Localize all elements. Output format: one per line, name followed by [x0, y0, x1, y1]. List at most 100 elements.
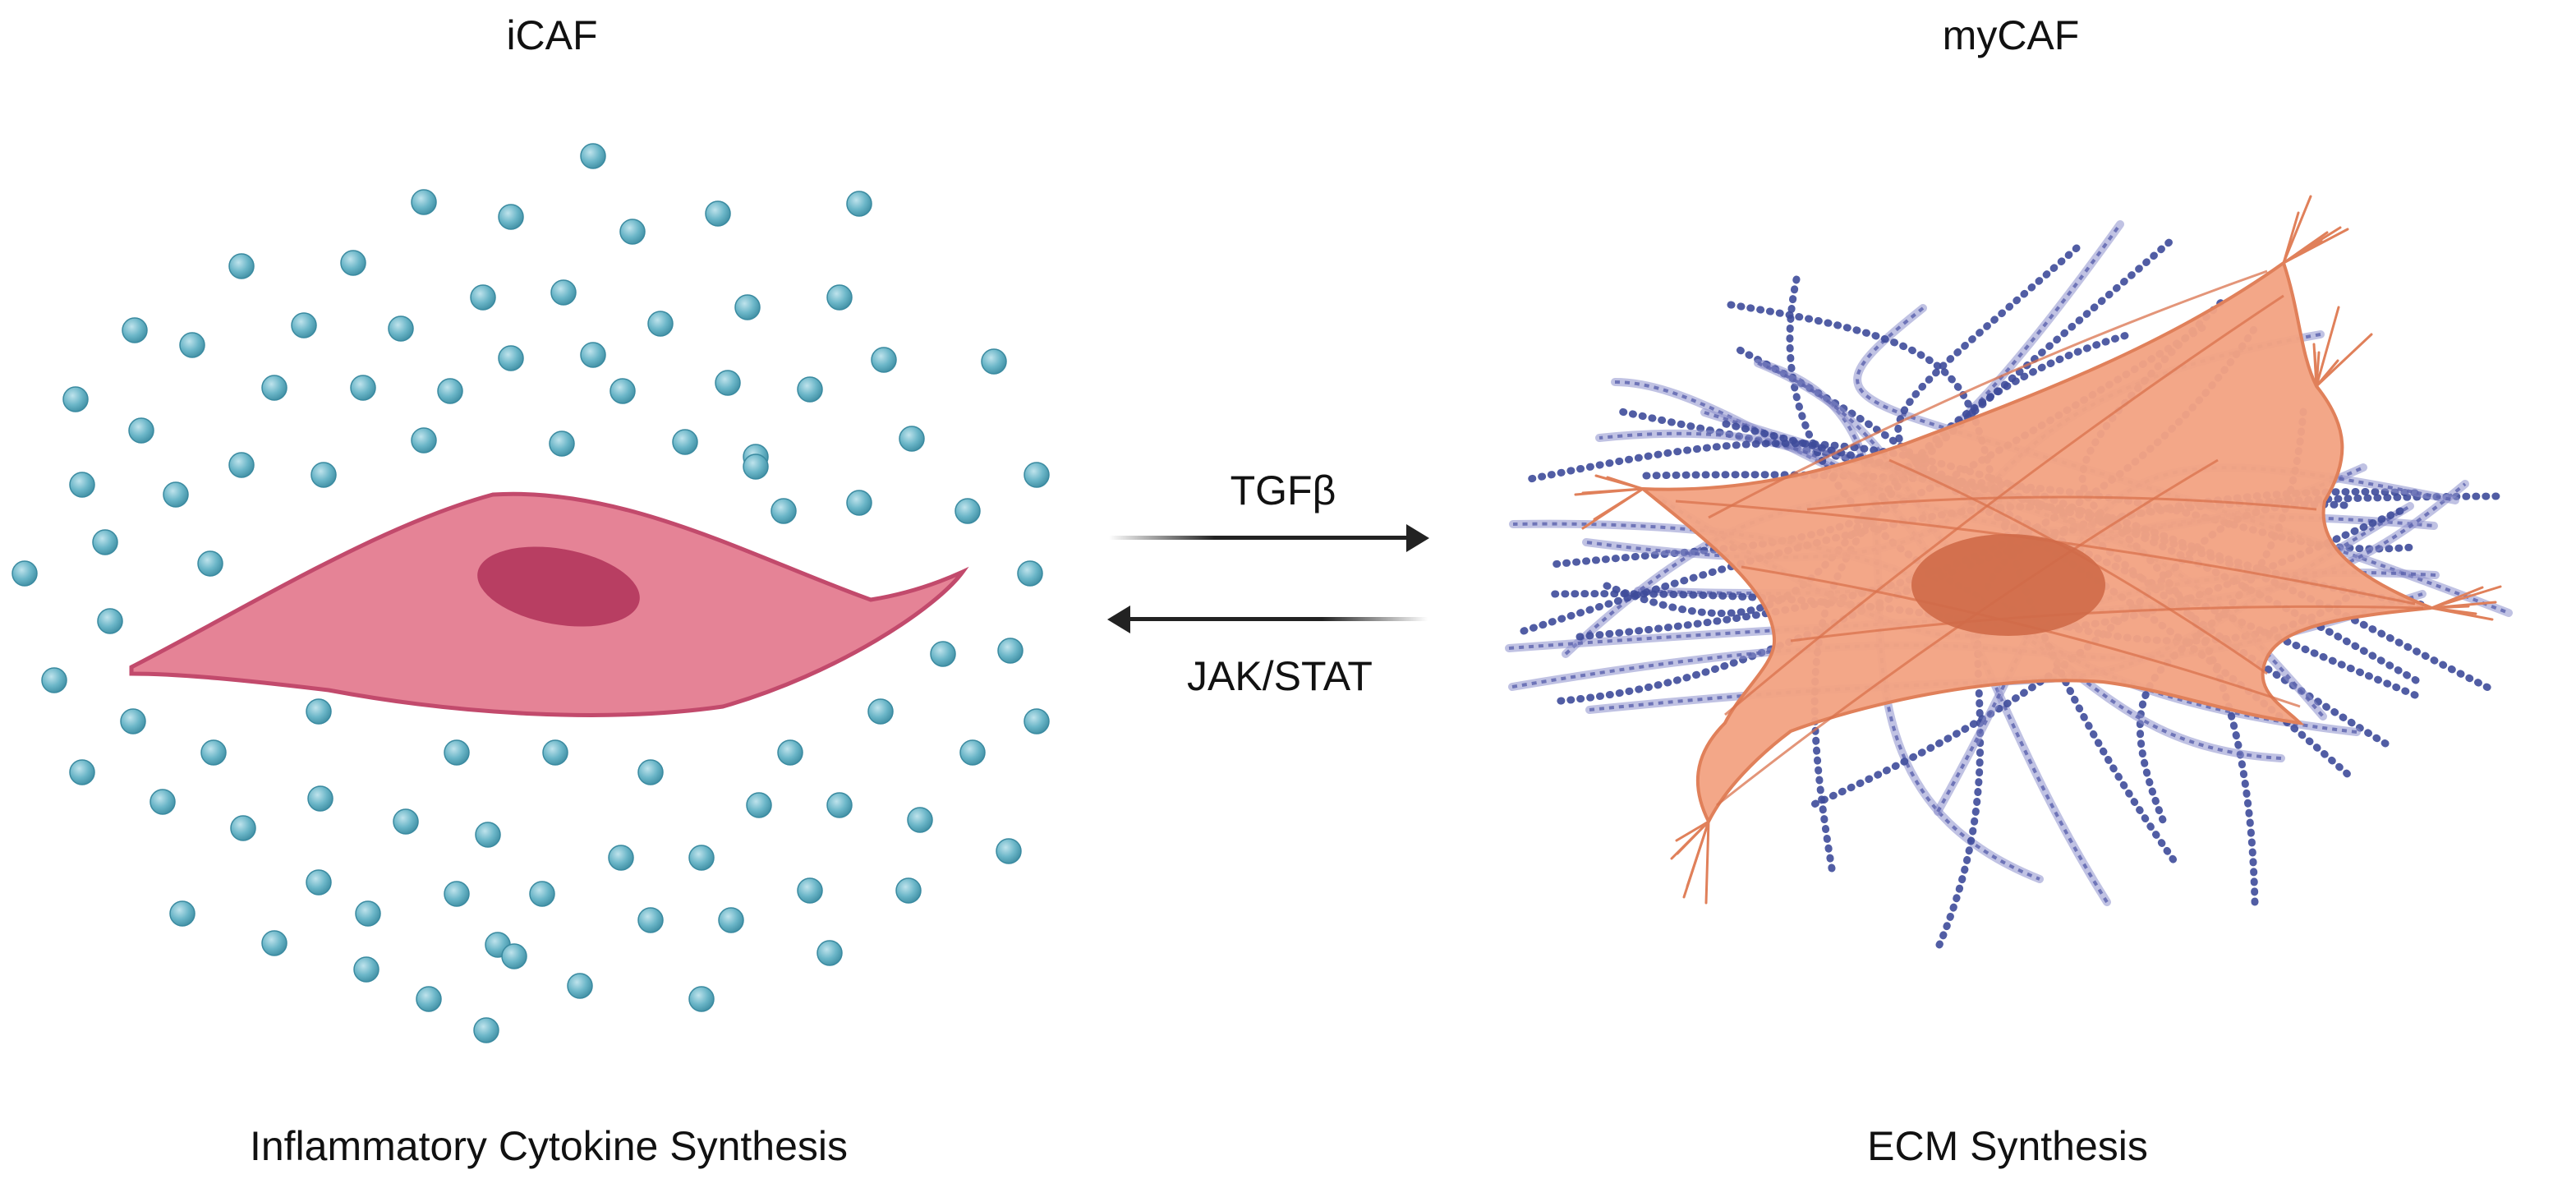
cytokine-dot — [470, 284, 496, 311]
forward-arrow — [1109, 524, 1429, 552]
cytokine-dot — [498, 345, 524, 371]
cytokine-dot — [12, 560, 38, 587]
mycaf-cell — [1574, 195, 2502, 905]
cytokine-dot — [550, 279, 577, 306]
filopodium — [2430, 586, 2484, 610]
cytokine-dot — [306, 698, 332, 725]
stress-fiber — [1790, 605, 2424, 642]
cytokine-dot — [715, 370, 741, 396]
icaf-cell — [129, 491, 969, 717]
cytokine-dot — [718, 907, 744, 933]
cytokine-dot — [179, 332, 205, 358]
cytokine-dot — [637, 907, 664, 933]
ecm-fiber-strand — [1856, 306, 2509, 615]
cytokine-dot — [62, 386, 89, 412]
cytokine-dot — [672, 429, 698, 455]
cytokine-dot — [498, 204, 524, 230]
cytokine-dot — [981, 348, 1007, 375]
cytokine-dot — [444, 739, 470, 766]
filopodium — [2315, 333, 2373, 388]
cytokine-dot — [355, 900, 381, 927]
cytokine-dot — [770, 498, 797, 524]
filopodium — [2315, 359, 2339, 388]
cytokine-dot — [895, 877, 922, 904]
cytokine-dot — [150, 789, 176, 815]
cytokine-dot — [867, 698, 894, 725]
cytokine-dot — [542, 739, 568, 766]
tgfb-label: TGFβ — [1230, 467, 1336, 513]
cytokine-dot — [846, 490, 872, 516]
cytokine-dot — [580, 143, 606, 169]
filopodium — [2430, 606, 2477, 615]
cytokine-dot — [163, 481, 189, 508]
cytokine-dot — [734, 294, 761, 320]
icaf-title: iCAF — [506, 12, 598, 58]
cytokine-dot — [777, 739, 803, 766]
cytokine-dot — [444, 881, 470, 907]
cytokine-dot — [128, 417, 154, 444]
mycaf-caption: ECM Synthesis — [1867, 1123, 2148, 1169]
icaf-caption: Inflammatory Cytokine Synthesis — [249, 1123, 849, 1169]
cytokine-dot — [228, 253, 255, 279]
cytokine-dot — [230, 815, 256, 841]
cytokine-dot — [797, 877, 823, 904]
cytokine-dot — [610, 378, 636, 404]
cytokine-dot — [1024, 462, 1050, 488]
cytokine-dot — [871, 347, 897, 373]
filopodium — [2315, 306, 2340, 388]
cytokine-dot — [930, 641, 956, 667]
cytokine-dot — [306, 869, 332, 896]
cytokine-dot — [197, 550, 223, 577]
cytokine-dot — [826, 792, 853, 818]
cytokine-dot — [1024, 708, 1050, 734]
filopodium — [2313, 351, 2318, 388]
ecm-fiber — [1810, 236, 2176, 873]
cytokine-dot — [473, 1017, 499, 1043]
cytokine-dot — [567, 973, 593, 999]
cytokine-dot — [705, 200, 731, 227]
cytokine-dot — [169, 900, 196, 927]
cytokine-dot — [688, 986, 715, 1012]
cytokine-dot — [261, 375, 288, 401]
stress-fiber — [1708, 269, 2268, 519]
cytokine-dot — [816, 940, 843, 966]
cytokine-dot — [580, 342, 606, 368]
cytokine-dot — [92, 529, 118, 555]
cytokine-dot — [437, 378, 463, 404]
cytokine-dot — [746, 792, 772, 818]
filopodium — [1670, 820, 1710, 860]
cytokine-dot — [608, 845, 634, 871]
ecm-fiber-strand — [1598, 431, 2109, 904]
cytokine-dot — [411, 427, 437, 454]
mycaf-filopodia — [1574, 195, 2502, 905]
cytokine-dot — [475, 822, 501, 848]
cytokine-dot — [291, 312, 317, 338]
cytokine-dot — [549, 431, 575, 457]
cytokine-dot — [388, 315, 414, 342]
filopodium — [2282, 195, 2312, 265]
filopodium — [1686, 820, 1710, 888]
cytokine-dot — [743, 454, 769, 480]
reverse-arrow — [1107, 606, 1428, 633]
cytokine-dot — [261, 930, 288, 956]
cytokine-dot — [310, 462, 337, 488]
cytokine-dot — [954, 498, 981, 524]
jak-stat-label: JAK/STAT — [1187, 653, 1373, 699]
cytokine-dot — [647, 311, 674, 337]
cytokine-dot — [350, 375, 376, 401]
cytokine-dots — [12, 143, 1050, 1043]
filopodium — [1606, 476, 1644, 490]
ecm-fiber-strand — [1614, 380, 2364, 534]
filopodium — [1581, 487, 1644, 530]
stress-fiber — [1724, 294, 2284, 716]
cytokine-dot — [120, 708, 146, 734]
cytokine-dot — [340, 250, 366, 276]
cytokine-dot — [899, 426, 925, 452]
cytokine-dot — [69, 472, 95, 498]
cytokine-dot — [997, 638, 1024, 664]
cytokine-dot — [69, 759, 95, 785]
cytokine-dot — [416, 986, 442, 1012]
filopodium — [1675, 820, 1710, 842]
cytokine-dot — [411, 189, 437, 215]
cytokine-dot — [41, 667, 67, 693]
